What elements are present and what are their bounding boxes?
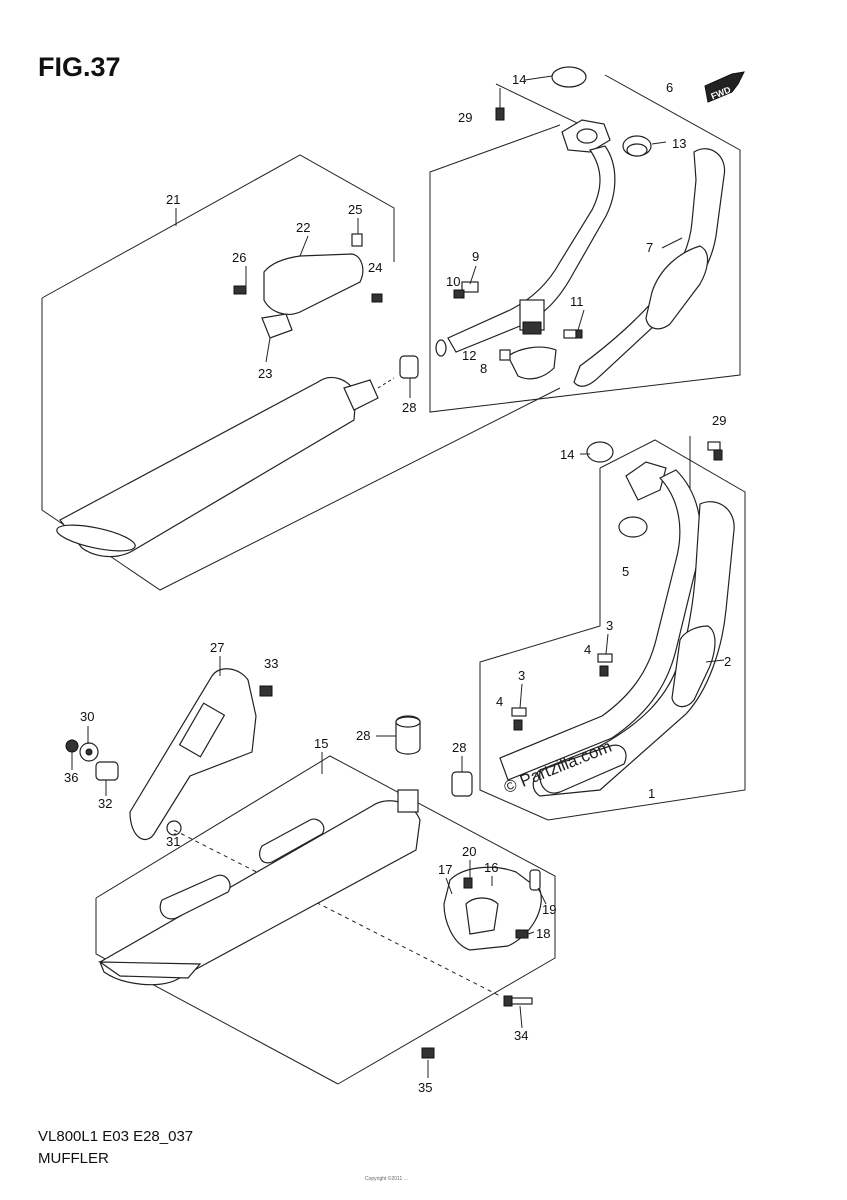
callout-34[interactable]: 34	[514, 1028, 528, 1043]
lower-muffler-group	[65, 668, 556, 1085]
clamp-13[interactable]	[622, 135, 652, 157]
callout-8[interactable]: 8	[480, 361, 487, 376]
upper-pipe-group: FWD	[429, 66, 745, 413]
figure-title: FIG.37	[38, 52, 121, 82]
gasket-14-upper[interactable]	[551, 66, 587, 88]
callout-14a[interactable]: 14	[512, 72, 526, 87]
callout-26[interactable]: 26	[232, 250, 246, 265]
callout-28c[interactable]: 28	[452, 740, 466, 755]
bolt-26[interactable]	[233, 285, 247, 295]
bracket-27[interactable]	[129, 668, 257, 840]
bolt-10[interactable]	[453, 289, 465, 299]
bolt-18[interactable]	[515, 929, 529, 939]
callout-19[interactable]: 19	[542, 902, 556, 917]
cushion-32[interactable]	[95, 761, 119, 781]
clip-9[interactable]	[461, 281, 479, 293]
callout-14b[interactable]: 14	[560, 447, 574, 462]
collar-25[interactable]	[351, 233, 363, 247]
callout-28a[interactable]: 28	[402, 400, 416, 415]
bolt-20[interactable]	[463, 877, 473, 889]
callout-30[interactable]: 30	[80, 709, 94, 724]
callout-16[interactable]: 16	[484, 860, 498, 875]
callout-13[interactable]: 13	[672, 136, 686, 151]
callout-18[interactable]: 18	[536, 926, 550, 941]
pipe-sensor-cap	[522, 321, 542, 335]
bolt-29-lower[interactable]	[707, 441, 723, 461]
bolt-29-upper[interactable]	[495, 88, 505, 121]
section-name: MUFFLER	[38, 1150, 109, 1167]
bolt-33[interactable]	[259, 685, 273, 697]
pipe-flange-lower[interactable]	[625, 461, 667, 501]
bolt-4-upper[interactable]	[599, 665, 609, 677]
cover-22[interactable]	[263, 253, 364, 315]
spacer-12[interactable]	[499, 349, 511, 361]
callout-17[interactable]: 17	[438, 862, 452, 877]
callout-labels: 1 2 3 3 4 4 5 6 7 8 9 10 11 12 13 14 14 …	[64, 72, 731, 1095]
callout-28b[interactable]: 28	[356, 728, 370, 743]
collar-19[interactable]	[529, 869, 541, 891]
callout-3b[interactable]: 3	[518, 668, 525, 683]
bolt-11[interactable]	[563, 329, 583, 339]
callout-33[interactable]: 33	[264, 656, 278, 671]
callout-24[interactable]: 24	[368, 260, 382, 275]
callout-9[interactable]: 9	[472, 249, 479, 264]
callout-25[interactable]: 25	[348, 202, 362, 217]
joint-28-upper[interactable]	[399, 355, 419, 379]
bracket-23[interactable]	[261, 313, 293, 339]
callout-5[interactable]: 5	[622, 564, 629, 579]
clip-3-lower[interactable]	[511, 707, 527, 717]
gasket-14-lower[interactable]	[586, 441, 614, 463]
callout-29b[interactable]: 29	[712, 413, 726, 428]
callout-15[interactable]: 15	[314, 736, 328, 751]
nut-36[interactable]	[65, 739, 79, 753]
callout-27[interactable]: 27	[210, 640, 224, 655]
callout-31[interactable]: 31	[166, 834, 180, 849]
callout-21[interactable]: 21	[166, 192, 180, 207]
callout-12[interactable]: 12	[462, 348, 476, 363]
muffler-21[interactable]	[59, 377, 357, 558]
callout-36[interactable]: 36	[64, 770, 78, 785]
model-code: VL800L1 E03 E28_037	[38, 1128, 194, 1145]
callout-7[interactable]: 7	[646, 240, 653, 255]
callout-3a[interactable]: 3	[606, 618, 613, 633]
bolt-34[interactable]	[503, 995, 533, 1007]
callout-23[interactable]: 23	[258, 366, 272, 381]
clip-3-upper[interactable]	[597, 653, 613, 663]
bolt-24[interactable]	[371, 293, 383, 303]
callout-32[interactable]: 32	[98, 796, 112, 811]
clamp-5[interactable]	[618, 516, 648, 538]
callout-22[interactable]: 22	[296, 220, 310, 235]
muffler-15[interactable]	[99, 800, 421, 986]
callout-10[interactable]: 10	[446, 274, 460, 289]
callout-4a[interactable]: 4	[584, 642, 591, 657]
callout-1[interactable]: 1	[648, 786, 655, 801]
callout-6[interactable]: 6	[666, 80, 673, 95]
callout-2[interactable]: 2	[724, 654, 731, 669]
callout-11[interactable]: 11	[570, 294, 584, 309]
callout-29a[interactable]: 29	[458, 110, 472, 125]
pipe-end-upper	[435, 339, 447, 357]
callout-35[interactable]: 35	[418, 1080, 432, 1095]
bolt-35[interactable]	[421, 1047, 435, 1068]
callout-20[interactable]: 20	[462, 844, 476, 859]
lower-pipe-group: © Partzilla.com	[451, 436, 746, 821]
bracket-8[interactable]	[507, 346, 557, 380]
joint-28-lower-right[interactable]	[451, 771, 473, 797]
bolt-4-lower[interactable]	[513, 719, 523, 731]
leader-lines	[71, 141, 725, 1078]
callout-4b[interactable]: 4	[496, 694, 503, 709]
copyright-fine-print: Copyright ©2011 ...	[365, 1176, 408, 1182]
fwd-arrow-badge: FWD	[704, 71, 745, 103]
bolt-31[interactable]	[166, 820, 182, 836]
upper-muffler-group	[41, 154, 561, 591]
